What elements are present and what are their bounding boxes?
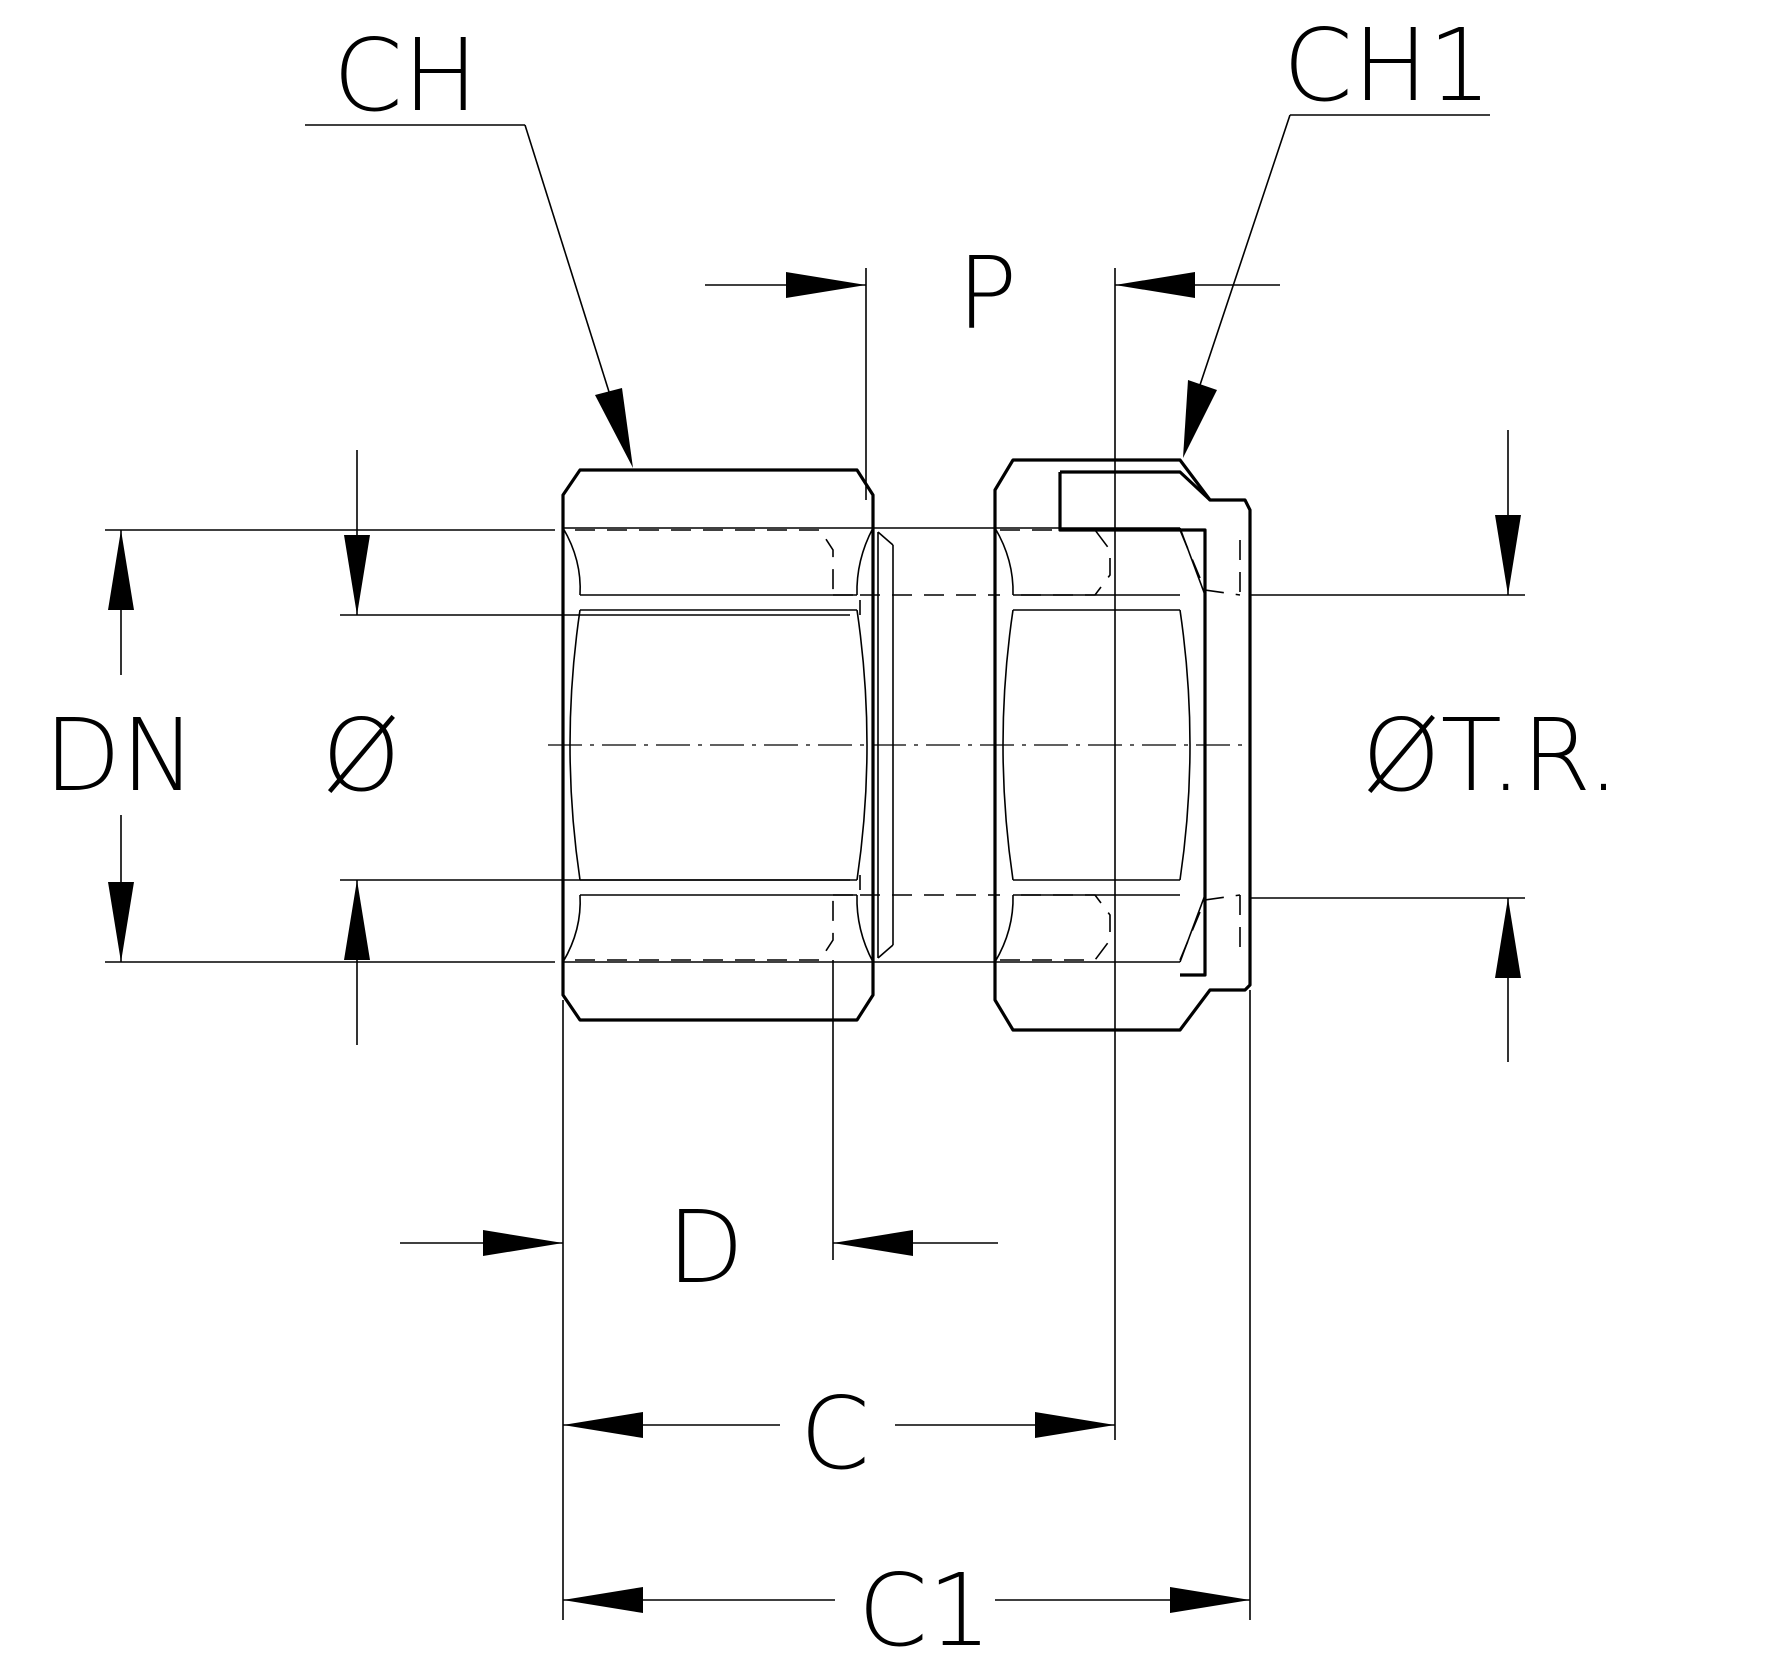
- label-diameter: Ø: [322, 697, 401, 814]
- label-ch1: CH1: [1283, 7, 1492, 124]
- dimension-c1: [563, 990, 1251, 1620]
- ch1-leader-arrowhead: [1183, 380, 1217, 458]
- right-hex-nut: [993, 458, 1252, 1032]
- p-arrow-right: [1115, 272, 1195, 298]
- ch1-leader: [1183, 114, 1490, 458]
- left-hex-outline: [561, 468, 875, 1022]
- dimension-d: [400, 960, 998, 1620]
- c-arrow-right: [1035, 1412, 1115, 1438]
- ch-leader: [305, 124, 633, 468]
- label-c: C: [800, 1375, 870, 1492]
- c1-arrow-left: [563, 1587, 643, 1613]
- body-neck: [860, 527, 1000, 963]
- tr-arrow-top: [1495, 515, 1521, 595]
- dn-arrow-top: [108, 530, 134, 610]
- left-hex-nut: [561, 468, 875, 1022]
- dn-arrow-bottom: [108, 882, 134, 962]
- d-arrow-right: [833, 1230, 913, 1256]
- dimension-diameter-tr: [1250, 430, 1525, 1062]
- ch-leader-arrowhead: [595, 388, 633, 468]
- tr-arrow-bottom: [1495, 898, 1521, 978]
- label-d: D: [667, 1189, 744, 1306]
- diameter-arrow-top: [344, 535, 370, 615]
- label-p: P: [957, 235, 1017, 352]
- dimension-c: [563, 1412, 1115, 1438]
- dimension-dn: [105, 529, 555, 963]
- label-c1: C1: [858, 1552, 991, 1654]
- p-arrow-left: [786, 272, 866, 298]
- label-dn: DN: [44, 697, 196, 814]
- label-diameter-tr: ØT.R.: [1362, 697, 1619, 814]
- diameter-arrow-bottom: [344, 880, 370, 960]
- c-arrow-left: [563, 1412, 643, 1438]
- label-ch: CH: [333, 17, 478, 134]
- c1-arrow-right: [1170, 1587, 1250, 1613]
- dimension-diameter: [340, 450, 850, 1045]
- d-arrow-left: [483, 1230, 563, 1256]
- dimension-p: [705, 268, 1280, 1440]
